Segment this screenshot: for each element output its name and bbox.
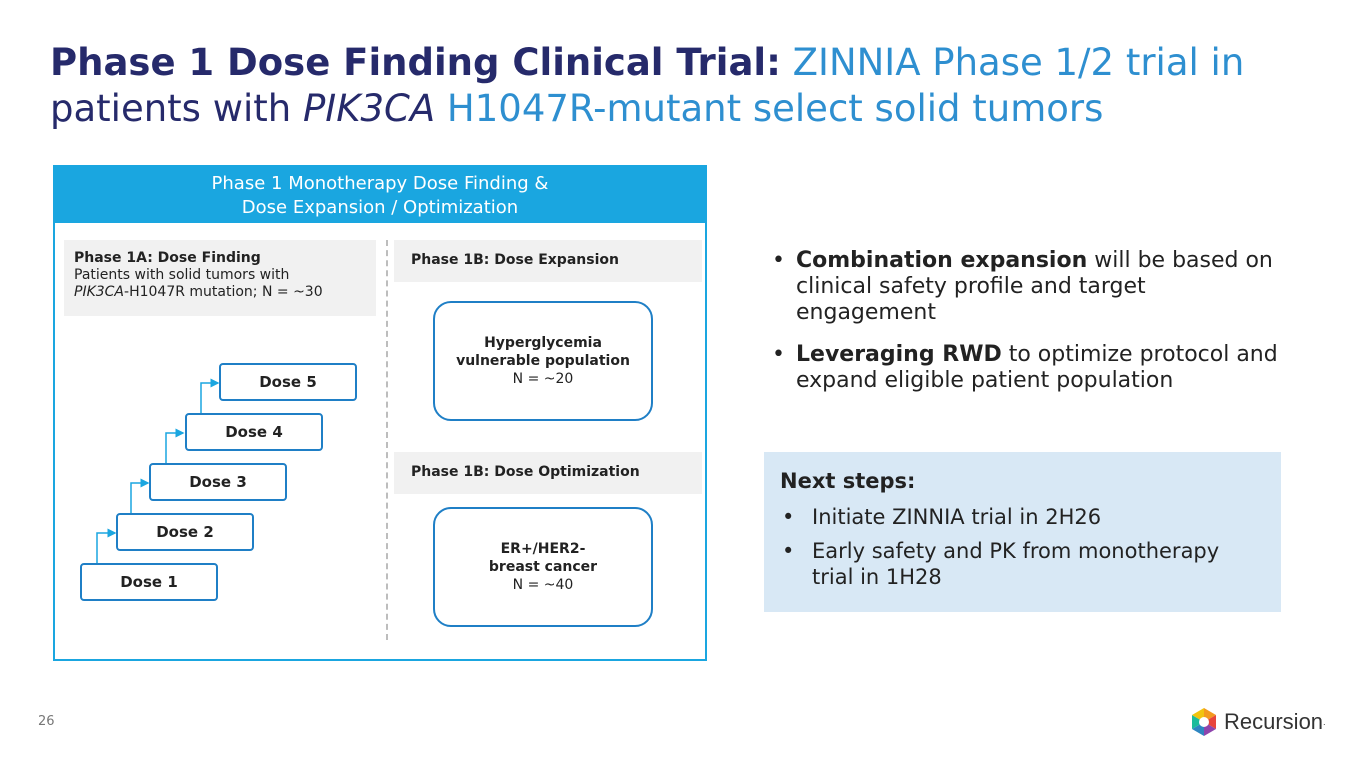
hyperglycemia-population-box: Hyperglycemia vulnerable population N = … <box>433 301 653 421</box>
panel-header: Phase 1 Monotherapy Dose Finding & Dose … <box>55 167 705 223</box>
phase-1a-line1: Patients with solid tumors with <box>74 267 290 283</box>
next-step-2: Early safety and PK from monotherapy tri… <box>812 539 1220 589</box>
bullet1-text: will be based on clinical safety profile… <box>796 248 1273 325</box>
arrow-dose3-to-dose4 <box>165 428 185 463</box>
list-item: • Leveraging RWD to optimize protocol an… <box>772 342 1292 394</box>
page-number: 26 <box>38 714 55 729</box>
phase-1a-line2: -H1047R mutation; N = ~30 <box>124 284 323 300</box>
arrow-dose4-to-dose5 <box>200 378 220 413</box>
panel-header-line1: Phase 1 Monotherapy Dose Finding & <box>211 173 549 194</box>
phase-1b-expansion-label: Phase 1B: Dose Expansion <box>394 240 702 282</box>
title-line2-end: H1047R-mutant select solid tumors <box>435 87 1104 130</box>
title-line2-start: patients with <box>50 87 303 130</box>
slide-title: Phase 1 Dose Finding Clinical Trial: ZIN… <box>50 40 1330 132</box>
key-points-list: • Combination expansion will be based on… <box>772 248 1292 410</box>
dose-4-box: Dose 4 <box>185 413 323 451</box>
bullet2-bold: Leveraging RWD <box>796 342 1002 367</box>
breast-cancer-population-box: ER+/HER2- breast cancer N = ~40 <box>433 507 653 627</box>
bullet-icon: • <box>782 505 795 529</box>
title-rest1: ZINNIA Phase 1/2 trial in <box>780 41 1245 84</box>
bullet-icon: • <box>772 342 785 367</box>
next-steps-heading: Next steps: <box>780 469 916 493</box>
bullet-icon: • <box>772 248 785 273</box>
hexagon-logo-icon <box>1192 708 1216 736</box>
panel-header-line2: Dose Expansion / Optimization <box>241 197 519 218</box>
pop1-n: N = ~20 <box>512 371 574 387</box>
phase-1a-heading: Phase 1A: Dose Finding <box>74 250 261 266</box>
bullet-icon: • <box>782 539 795 563</box>
list-item: • Early safety and PK from monotherapy t… <box>780 538 1265 590</box>
phase-1a-italic: PIK3CA <box>74 284 125 300</box>
trial-design-panel: Phase 1 Monotherapy Dose Finding & Dose … <box>53 165 707 661</box>
title-bold: Phase 1 Dose Finding Clinical Trial: <box>50 41 781 84</box>
logo-text: Recursion <box>1224 709 1324 734</box>
pop2-line2: breast cancer <box>488 559 598 575</box>
bullet2-text: to optimize protocol and expand eligible… <box>796 342 1278 393</box>
list-item: • Combination expansion will be based on… <box>772 248 1292 326</box>
phase-1a-box: Phase 1A: Dose Finding Patients with sol… <box>64 240 376 316</box>
pop2-line1: ER+/HER2- <box>500 541 586 557</box>
dose-5-box: Dose 5 <box>219 363 357 401</box>
arrow-dose1-to-dose2 <box>96 528 117 563</box>
bullet1-bold: Combination expansion <box>796 248 1088 273</box>
dashed-divider <box>386 240 388 640</box>
list-item: • Initiate ZINNIA trial in 2H26 <box>780 504 1265 530</box>
pop1-line2: vulnerable population <box>456 353 630 369</box>
dose-2-box: Dose 2 <box>116 513 254 551</box>
pop2-n: N = ~40 <box>512 577 574 593</box>
dose-escalation-arrows <box>96 378 220 563</box>
pop1-line1: Hyperglycemia <box>484 335 602 351</box>
dose-3-box: Dose 3 <box>149 463 287 501</box>
dose-1-box: Dose 1 <box>80 563 218 601</box>
next-step-1: Initiate ZINNIA trial in 2H26 <box>812 505 1102 529</box>
title-italic: PIK3CA <box>302 87 436 130</box>
phase-1b-optimization-label: Phase 1B: Dose Optimization <box>394 452 702 494</box>
logo-mark: . <box>1323 717 1326 727</box>
next-steps-box: Next steps: • Initiate ZINNIA trial in 2… <box>764 452 1281 612</box>
recursion-logo: Recursion. <box>1190 706 1326 738</box>
arrow-dose2-to-dose3 <box>130 478 150 513</box>
